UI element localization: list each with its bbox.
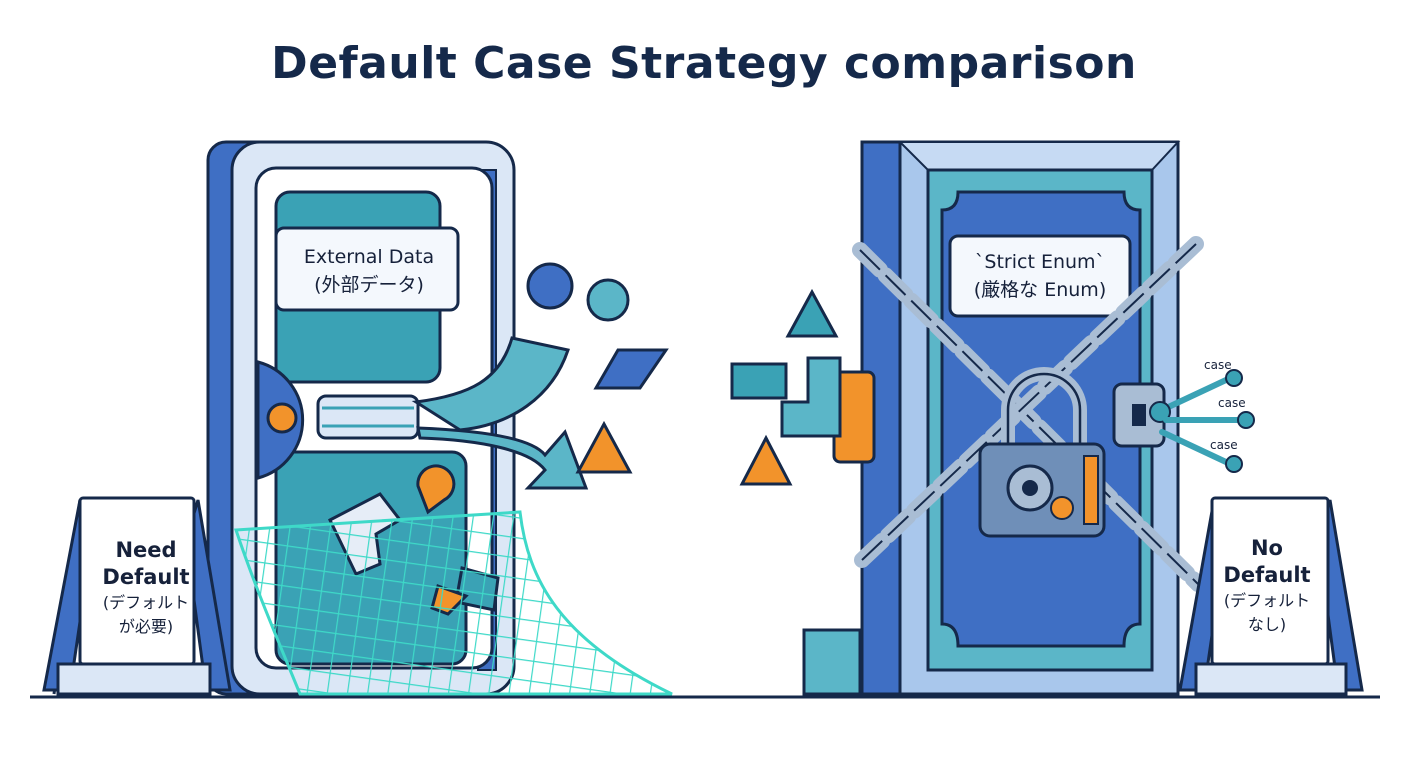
- right-door: [730, 140, 1255, 696]
- page-title: Default Case Strategy comparison: [271, 38, 1137, 89]
- need-default-line2: Default: [102, 565, 190, 589]
- key-label-2: case: [1218, 396, 1246, 410]
- strict-enum-label-en: `Strict Enum`: [974, 251, 1106, 273]
- need-default-sign: [42, 496, 232, 696]
- external-data-label-en: External Data: [303, 246, 435, 268]
- no-default-line4: なし): [1247, 615, 1287, 634]
- strict-enum-label: `Strict Enum` (厳格な Enum): [953, 240, 1127, 312]
- need-default-sign-text: Need Default (デフォルト が必要): [86, 518, 206, 658]
- strict-enum-label-jp: (厳格な Enum): [973, 279, 1107, 301]
- no-default-sign: [1178, 496, 1364, 696]
- no-default-line2: Default: [1223, 563, 1311, 587]
- external-data-label-jp: (外部データ): [314, 274, 424, 296]
- key-label-1: case: [1204, 358, 1232, 372]
- no-default-line1: No: [1250, 536, 1283, 560]
- left-door: [206, 140, 673, 696]
- external-data-label: External Data (外部データ): [280, 236, 458, 306]
- no-default-sign-text: No Default (デフォルト なし): [1207, 516, 1327, 656]
- need-default-line3: (デフォルト: [102, 593, 190, 612]
- need-default-line1: Need: [115, 538, 177, 562]
- need-default-line4: が必要): [118, 617, 174, 636]
- no-default-line3: (デフォルト: [1223, 591, 1311, 610]
- key-label-3: case: [1210, 438, 1238, 452]
